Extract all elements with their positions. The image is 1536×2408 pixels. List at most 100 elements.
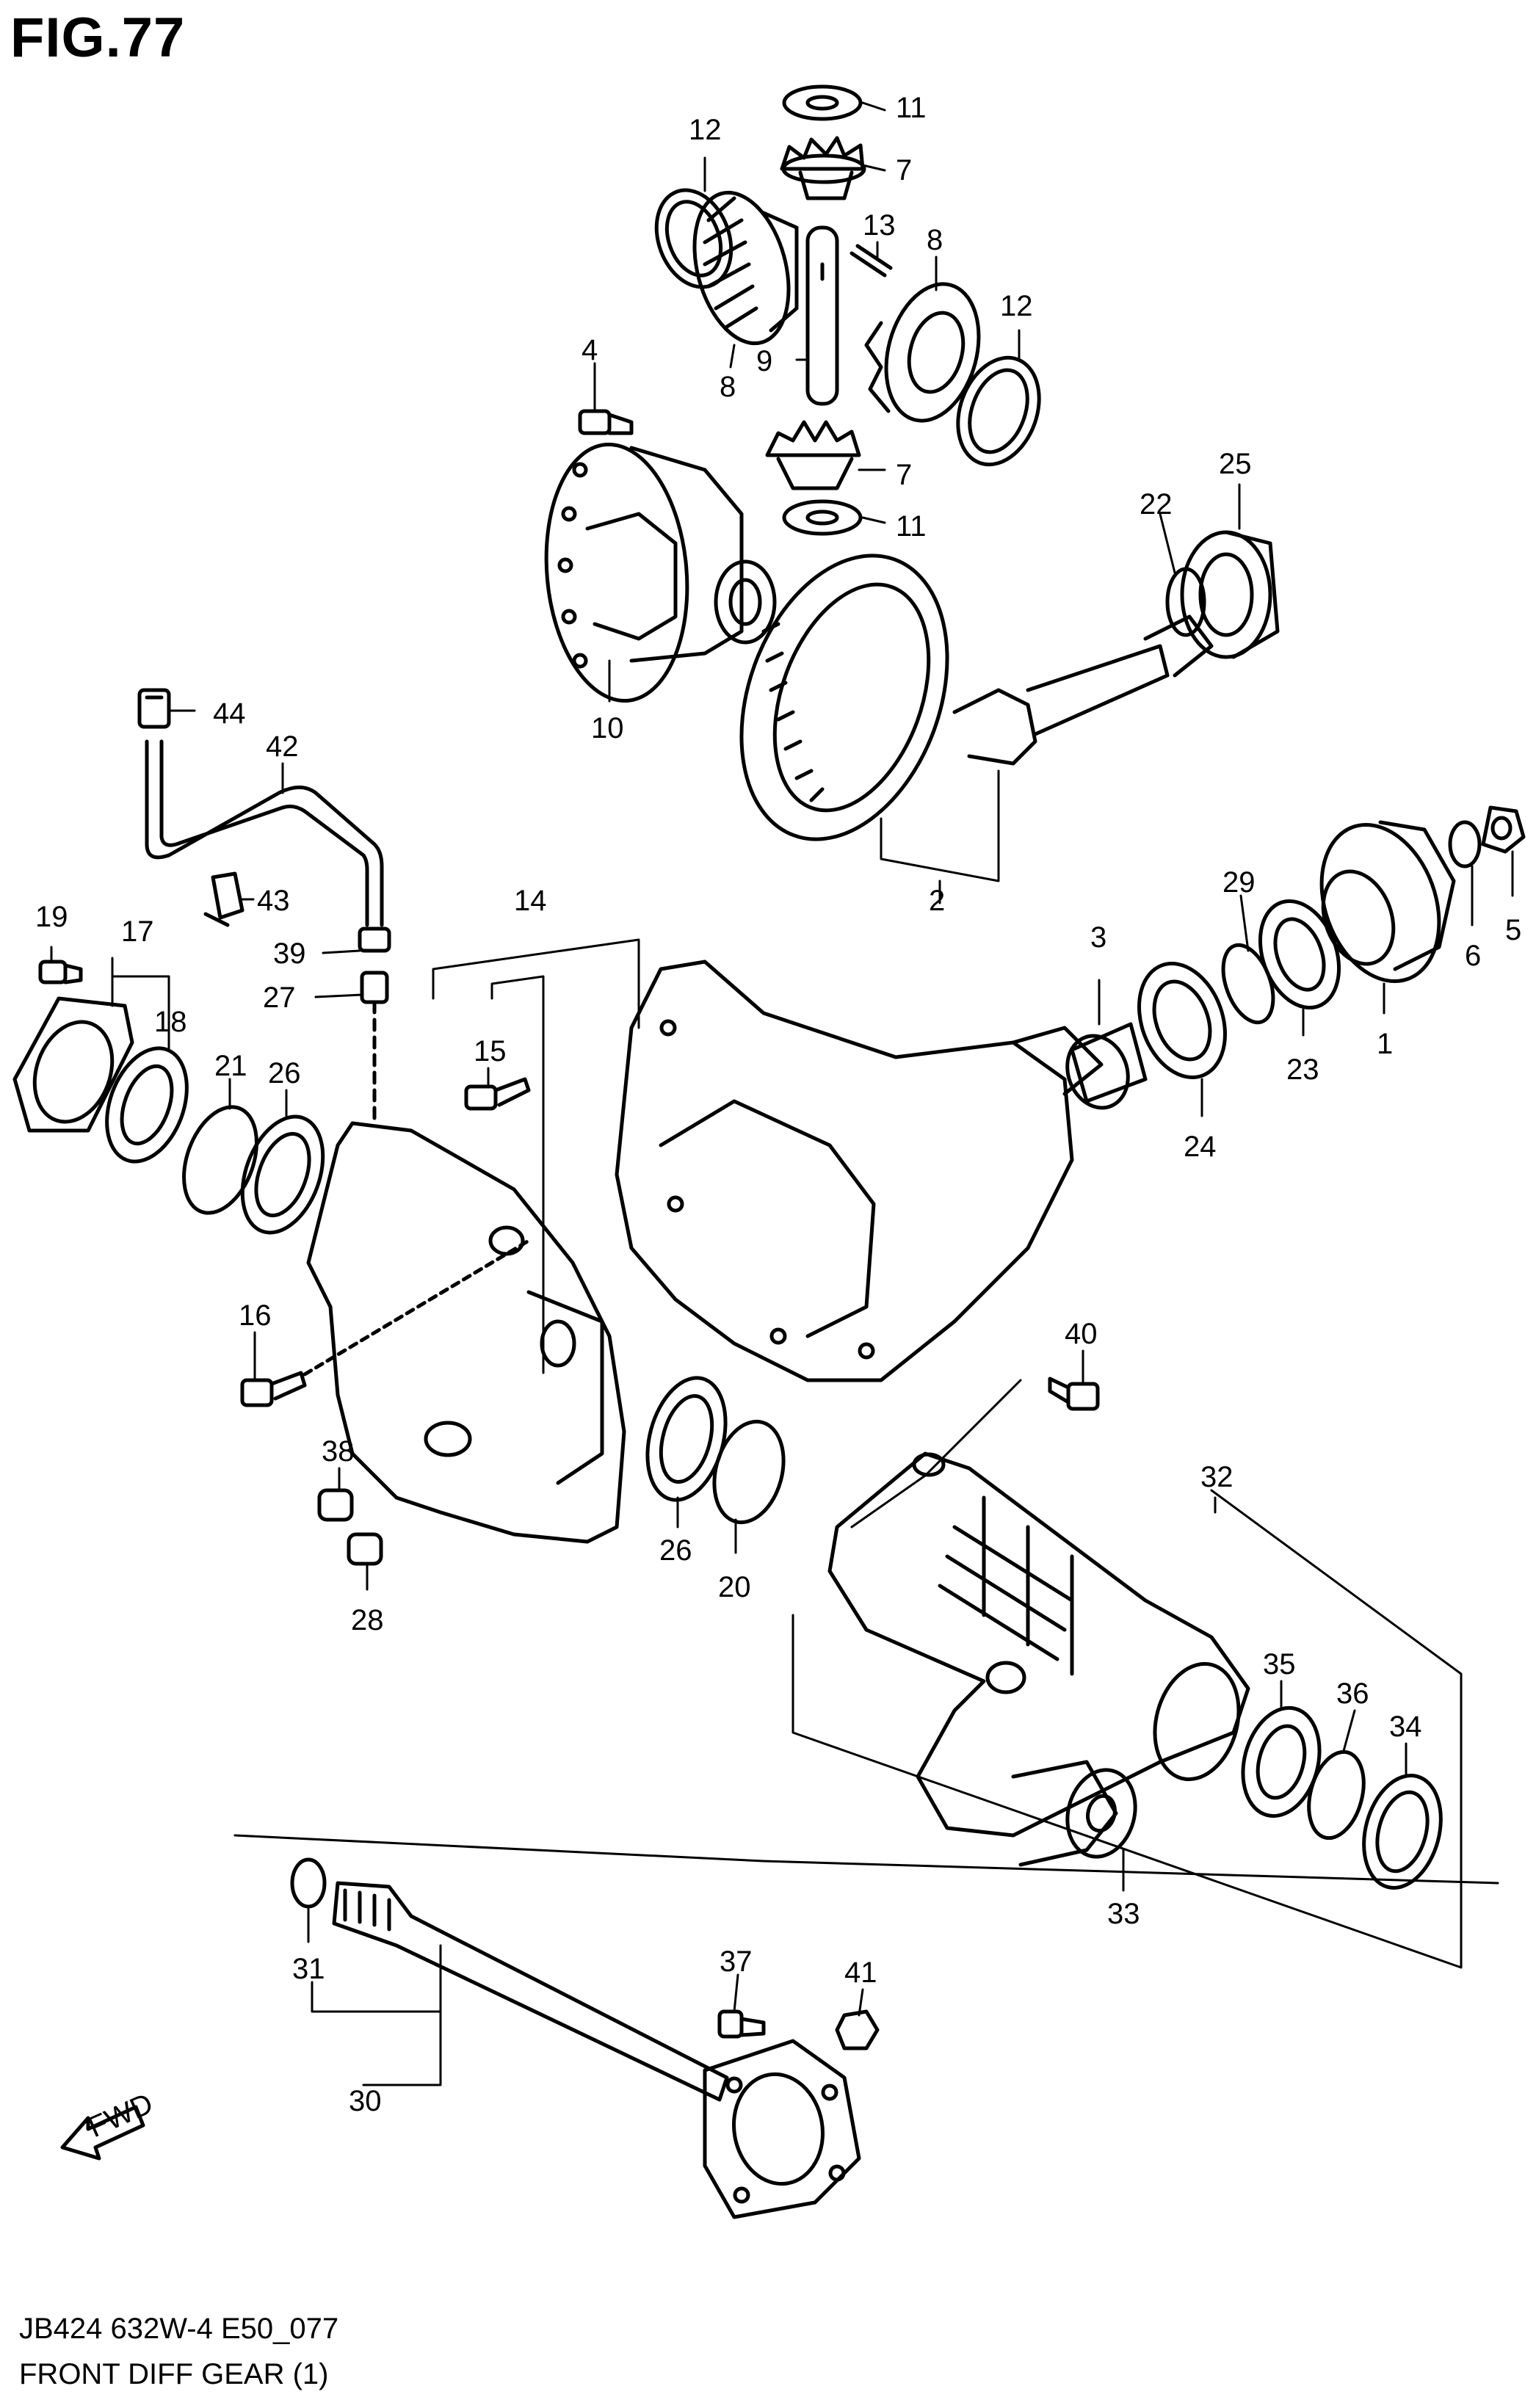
callout-30: 30 — [349, 2085, 382, 2117]
callout-10: 10 — [591, 712, 624, 744]
part-10-differential-case — [544, 442, 777, 703]
callout-37: 37 — [720, 1945, 753, 1978]
callout-34: 34 — [1389, 1711, 1422, 1743]
callout-11-top: 11 — [896, 92, 927, 124]
callout-31: 31 — [292, 1953, 325, 1985]
callout-40: 40 — [1065, 1318, 1098, 1350]
callout-25: 25 — [1219, 448, 1252, 480]
callout-5: 5 — [1505, 914, 1521, 946]
part-26-bearing-right — [645, 1376, 728, 1502]
part-20-o-ring — [712, 1419, 786, 1525]
part-15-bolt — [464, 1077, 531, 1111]
part-38-plug — [317, 1488, 354, 1522]
callout-2: 2 — [929, 885, 945, 917]
part-16-bolt — [240, 1239, 531, 1407]
callout-42: 42 — [266, 730, 299, 763]
part-9-pinion-shaft — [805, 225, 839, 406]
part-23-bearing — [1258, 899, 1341, 1010]
part-7-pinion-gear-bottom — [765, 420, 861, 490]
part-4-bolt — [578, 409, 634, 435]
callout-9: 9 — [756, 345, 772, 377]
leader-lines — [50, 101, 1514, 2086]
callout-21: 21 — [214, 1050, 247, 1082]
callout-4: 4 — [582, 334, 598, 366]
part-17-retainer-flange — [12, 996, 134, 1133]
part-8-side-gear-right — [864, 282, 981, 423]
callout-7-bottom: 7 — [896, 459, 912, 491]
callout-7-top: 7 — [896, 154, 912, 186]
callout-8-right: 8 — [927, 224, 943, 256]
part-14-diff-housing-left — [306, 1121, 626, 1544]
part-34-oil-seal — [1362, 1774, 1443, 1890]
part-28-plug — [347, 1532, 383, 1566]
callout-14: 14 — [514, 885, 547, 917]
callout-24: 24 — [1184, 1131, 1217, 1163]
part-19-bolt — [38, 960, 83, 984]
callout-29: 29 — [1222, 866, 1256, 899]
figure-title: FIG.77 — [10, 7, 186, 69]
callout-1: 1 — [1377, 1028, 1393, 1060]
callout-17: 17 — [121, 915, 154, 948]
callout-12-right: 12 — [1000, 290, 1033, 322]
part-5-nut — [1481, 805, 1526, 854]
part-35-bearing — [1241, 1705, 1322, 1818]
part-33-bushing — [1011, 1760, 1137, 1867]
part-18-oil-seal — [105, 1046, 189, 1164]
part-21-snap-ring — [182, 1105, 258, 1215]
model-code: JB424 632W-4 E50_077 — [19, 2313, 339, 2345]
part-31-snap-ring — [290, 1857, 327, 1909]
part-7-pinion-gear-top — [780, 136, 866, 200]
callout-20: 20 — [718, 1571, 751, 1603]
part-37-bolt — [717, 2009, 766, 2039]
callout-19: 19 — [35, 901, 68, 933]
part-1-companion-flange — [1319, 820, 1456, 984]
callout-26-right: 26 — [659, 1534, 692, 1567]
callout-6: 6 — [1465, 940, 1481, 972]
callout-23: 23 — [1286, 1054, 1319, 1086]
part-42-breather-hose — [145, 739, 384, 927]
part-40-bolt — [1048, 1377, 1100, 1411]
part-24-bearing — [1137, 962, 1227, 1079]
callout-41: 41 — [844, 1956, 877, 1989]
callout-13: 13 — [863, 209, 896, 242]
part-14-diff-housing-right — [615, 960, 1104, 1382]
part-13-lock-pin — [849, 244, 893, 278]
part-41-nut — [835, 2009, 880, 2050]
part-36-snap-ring — [1307, 1749, 1366, 1841]
callout-33: 33 — [1107, 1898, 1140, 1930]
part-11-thrust-washer-bottom — [782, 499, 863, 536]
part-12-thrust-washer-right — [956, 355, 1041, 467]
part-3-spacer — [1065, 1022, 1148, 1110]
part-8-side-gear-left — [692, 190, 799, 346]
part-6-washer — [1448, 820, 1482, 868]
fwd-arrow-icon — [60, 2105, 145, 2161]
callout-43: 43 — [257, 885, 290, 917]
part-30-axle-shaft — [332, 1881, 861, 2219]
callout-12-left: 12 — [689, 114, 722, 146]
part-44-breather-cap — [137, 688, 171, 729]
callout-44: 44 — [213, 697, 246, 730]
part-27-connector — [360, 971, 389, 1125]
callout-11-bottom: 11 — [896, 510, 927, 543]
callout-39: 39 — [273, 938, 306, 970]
callout-27: 27 — [263, 982, 296, 1014]
part-39-union-bolt — [358, 926, 391, 953]
callout-18: 18 — [154, 1006, 187, 1038]
callout-22: 22 — [1140, 488, 1173, 521]
part-25-bearing — [1180, 530, 1280, 659]
part-43-clip — [203, 871, 244, 927]
part-32-extension-tube — [827, 1451, 1250, 1838]
callout-38: 38 — [322, 1435, 355, 1468]
callout-26-left: 26 — [268, 1057, 301, 1089]
callout-8-left: 8 — [720, 371, 736, 403]
callout-36: 36 — [1336, 1678, 1369, 1710]
callout-3: 3 — [1090, 921, 1106, 954]
figure-caption: FRONT DIFF GEAR (1) — [19, 2358, 329, 2390]
callout-35: 35 — [1263, 1648, 1296, 1680]
part-2-ring-and-pinion-gear — [739, 554, 1214, 841]
part-26-bearing-left — [240, 1114, 325, 1235]
callout-15: 15 — [474, 1035, 507, 1067]
callout-16: 16 — [239, 1299, 272, 1332]
callout-28: 28 — [351, 1604, 384, 1636]
